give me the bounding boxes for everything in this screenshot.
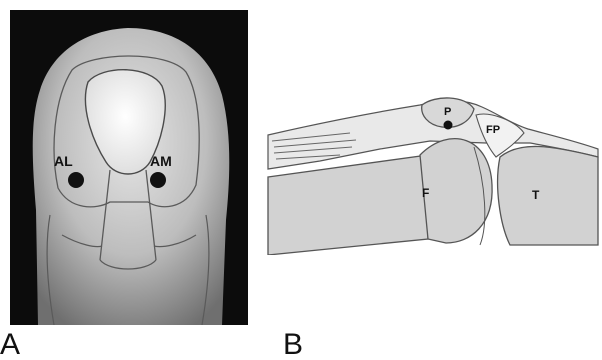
annotation-fp: FP [486,124,500,136]
knee-sagittal-schematic: P FP F T [260,85,600,255]
anterolateral-portal-dot [68,172,84,188]
anteromedial-portal-dot [150,172,166,188]
annotation-f: F [422,186,429,200]
tibia-shape [498,146,598,245]
annotation-t: T [532,188,540,202]
femur-shaft [268,155,428,255]
panel-b-diagram: P FP F T [260,85,600,255]
annotation-al: AL [54,153,73,169]
femoral-condyle [420,139,492,243]
knee-anterior-illustration: AL AM [10,10,248,325]
panel-label-a: A [0,330,20,360]
annotation-am: AM [150,153,172,169]
panel-label-b: B [283,330,303,360]
portal-dot [444,121,453,130]
annotation-p: P [444,106,451,118]
panel-a-photo: AL AM [10,10,248,325]
